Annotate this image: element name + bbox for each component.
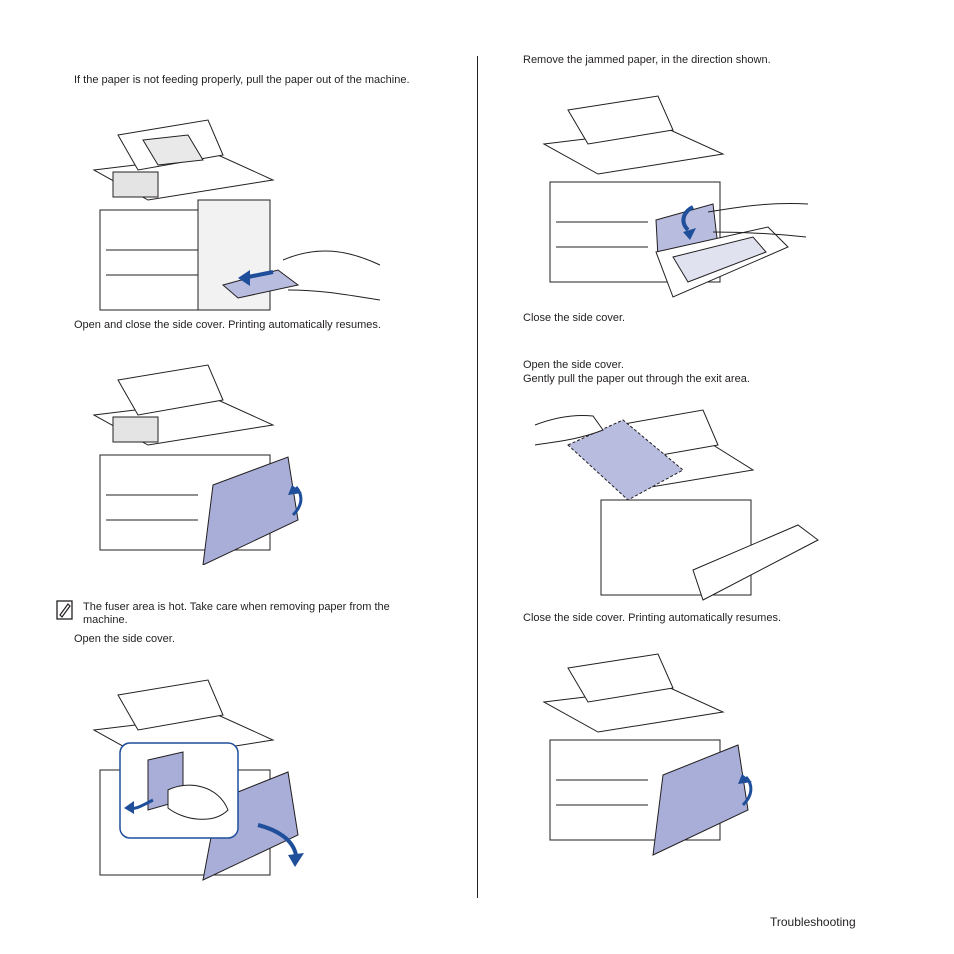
left-step3-text: Open the side cover. [74,633,175,645]
printer-side-cover-close-illustration [88,345,338,565]
footer-section-title: Troubleshooting [770,915,856,929]
printer-remove-jam-illustration [538,82,813,302]
printer-paper-pull-illustration [88,100,388,315]
printer-side-cover-close-2-illustration [538,640,773,860]
right-step4-text: Close the side cover. Printing automatic… [523,612,782,624]
right-step1-text: Remove the jammed paper, in the directio… [523,54,771,66]
left-step1-text: If the paper is not feeding properly, pu… [74,74,410,86]
note-line2: machine. [83,614,128,626]
right-step3-line2: Gently pull the paper out through the ex… [523,373,750,385]
printer-side-cover-open-illustration [88,660,318,885]
printer-exit-area-pull-illustration [533,400,833,605]
note-line1: The fuser area is hot. Take care when re… [83,601,390,613]
column-divider [477,56,478,898]
left-step2-text: Open and close the side cover. Printing … [74,319,381,331]
right-step3-line1: Open the side cover. [523,359,624,371]
right-step2-text: Close the side cover. [523,312,626,324]
note-pencil-icon [56,600,74,620]
